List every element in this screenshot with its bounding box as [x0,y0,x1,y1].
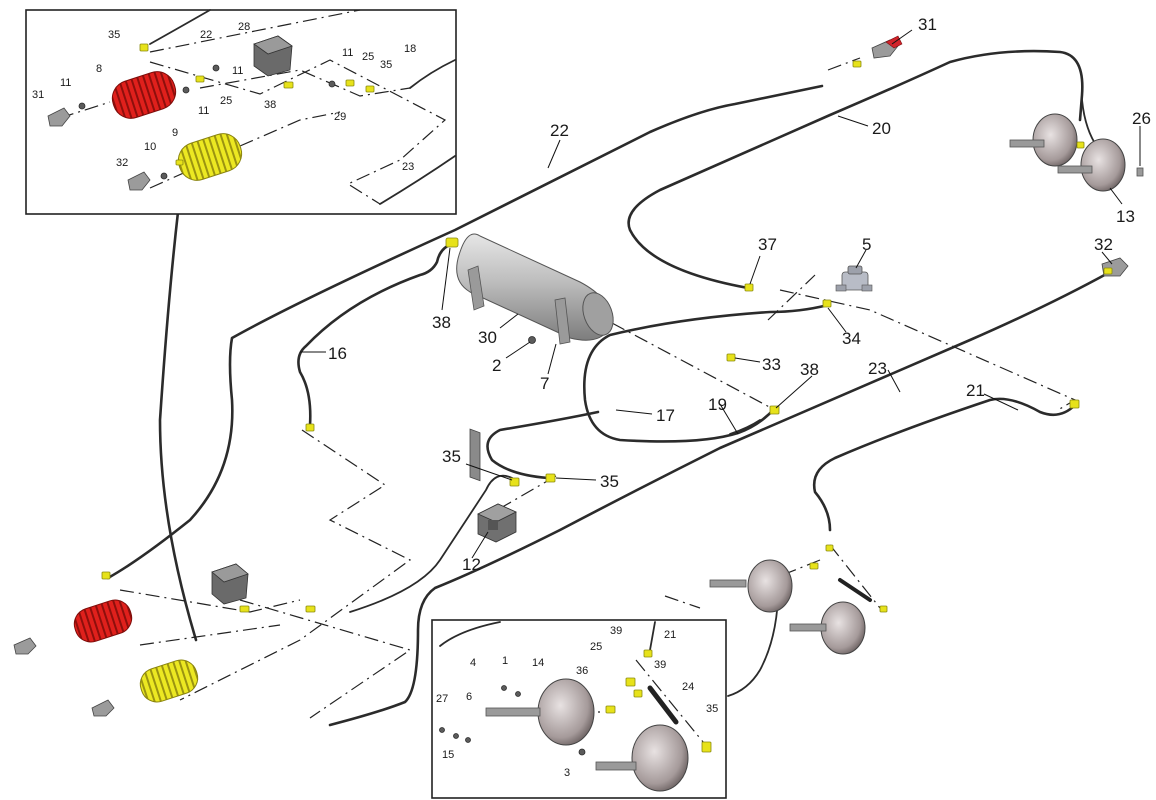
inset-label-35-right: 35 [380,59,392,71]
inset2-label-24: 24 [682,681,694,693]
gladhand-31 [871,35,903,59]
label-33: 33 [762,355,781,374]
label-38-tank: 38 [432,313,451,332]
inset2-label-27: 27 [436,693,448,705]
label-16: 16 [328,344,347,363]
label-17: 17 [656,406,675,425]
inset2-label-4: 4 [470,657,476,669]
drain-valve-icon [528,336,536,344]
inset-label-10: 10 [144,141,156,153]
main-fittings [305,283,1080,487]
inset-label-23: 23 [402,161,414,173]
label-20: 20 [872,119,891,138]
relay-valve-5 [835,265,873,292]
line-21 [812,397,1077,532]
label-34: 34 [842,329,861,348]
air-tank [456,233,614,482]
inset2-label-25: 25 [590,641,602,653]
inset-bottom-labels: 39 21 4 1 14 25 39 36 24 27 6 35 15 3 [436,625,718,779]
label-12: 12 [462,555,481,574]
inset-bottom [431,619,727,799]
inset2-label-6: 6 [466,691,472,703]
inset-label-32: 32 [116,157,128,169]
inset-label-11-top: 11 [342,47,353,59]
inset-label-25-mid: 25 [220,95,232,107]
inset2-label-39-top: 39 [610,625,622,637]
main-labels: 31 26 13 22 20 37 5 32 38 30 2 7 34 16 3… [328,15,1151,574]
inset-top-left [25,9,457,215]
inset2-label-39-mid: 39 [654,659,666,671]
inset-top-labels: 35 22 28 11 25 35 18 31 11 8 11 25 11 38… [32,21,416,173]
tank-fitting-38 [445,237,459,248]
inset2-label-36: 36 [576,665,588,677]
label-30: 30 [478,328,497,347]
part-26 [1136,167,1144,177]
inset-label-18: 18 [404,43,416,55]
inset2-label-15: 15 [442,749,454,761]
label-21: 21 [966,381,985,400]
label-32: 32 [1094,235,1113,254]
inset-label-38: 38 [264,99,276,111]
module-12 [477,503,517,543]
inset2-label-1: 1 [502,655,508,667]
inset2-label-3: 3 [564,767,570,779]
line-inset-lead [158,210,198,642]
coils-main [13,563,316,717]
inset-label-35: 35 [108,29,120,41]
label-26: 26 [1132,109,1151,128]
label-22: 22 [550,121,569,140]
line-16 [297,242,454,427]
line-20 [627,49,1084,290]
label-31: 31 [918,15,937,34]
inset-label-11-right: 11 [232,65,243,77]
inset-label-8: 8 [96,63,102,75]
brake-chambers-mid [709,544,888,655]
inset-label-29: 29 [334,111,346,123]
label-2: 2 [492,356,501,375]
line-19 [729,419,761,435]
main-hoses [106,49,1112,727]
leader-lines [300,29,1141,559]
label-35-right: 35 [600,472,619,491]
inset2-label-14: 14 [532,657,544,669]
line-23 [328,270,1112,727]
inset2-label-21: 21 [664,629,676,641]
inset-label-9: 9 [172,127,178,139]
line-17 [583,303,830,443]
inset-label-22: 22 [200,29,212,41]
label-35-left: 35 [442,447,461,466]
label-13: 13 [1116,207,1135,226]
line-rear-chamber [727,597,779,697]
inset-label-25-top: 25 [362,51,374,63]
label-38-right: 38 [800,360,819,379]
line-22 [106,84,824,580]
label-5: 5 [862,235,871,254]
label-19: 19 [708,395,727,414]
inset2-label-35: 35 [706,703,718,715]
label-37: 37 [758,235,777,254]
brake-chambers-13 [1009,113,1144,192]
inset-label-28: 28 [238,21,250,33]
label-7: 7 [540,374,549,393]
gladhand-32 [1101,257,1129,277]
inset-label-11-mid: 11 [198,105,209,117]
label-23: 23 [868,359,887,378]
inset-label-11-left: 11 [60,77,71,89]
line-17-lower [486,410,600,480]
inset-label-31: 31 [32,89,44,101]
